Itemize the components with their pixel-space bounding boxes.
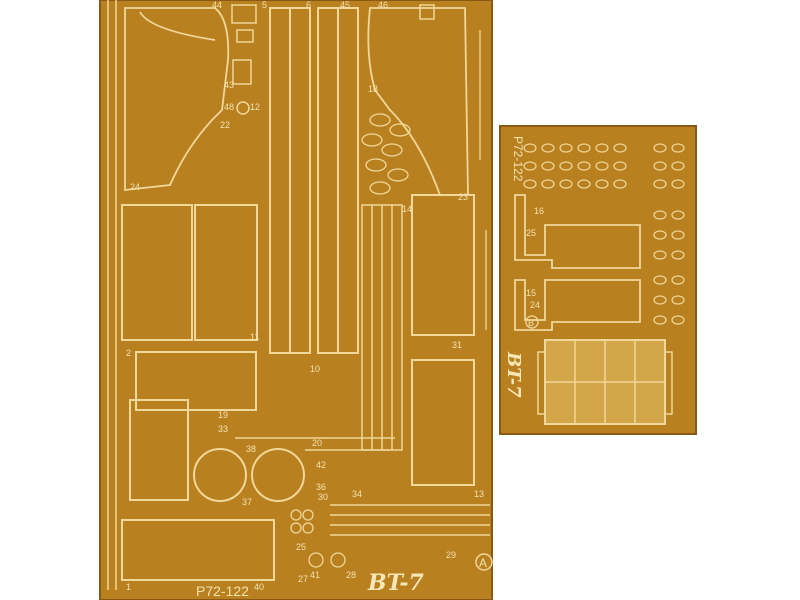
left-fret-part-number: 34	[352, 489, 362, 499]
small-top-parts	[231, 4, 435, 115]
left-fret-part-number: 23	[458, 192, 468, 202]
fender-part-right	[367, 7, 469, 196]
right-part-numbers: 16 25 15 24	[526, 206, 544, 310]
left-fret-part-number: 31	[452, 340, 462, 350]
left-fret-part-number: 19	[218, 410, 228, 420]
left-fret-part-number: 44	[212, 0, 222, 10]
mesh-grille	[537, 339, 673, 425]
bracket-parts	[514, 194, 641, 331]
left-fret-part-number: 45	[340, 0, 350, 10]
left-fret-part-number: 12	[250, 102, 260, 112]
left-fret-part-number: 6	[306, 0, 311, 10]
left-fret-part-number: 43	[224, 80, 234, 90]
ring-grid	[523, 143, 685, 325]
ring-cluster	[361, 113, 411, 195]
small-rings	[290, 509, 346, 568]
right-fret-part-number: 25	[526, 228, 536, 238]
left-part-numbers: 44 5 6 45 46 43 48 12 22 18 24 23 14 11 2 31 10 19 33 20 38 3…	[126, 0, 484, 592]
left-fret-part-number: 18	[368, 84, 378, 94]
left-fret-part-number: 5	[262, 0, 267, 10]
left-fret-part-number: 20	[312, 438, 322, 448]
track-chain	[107, 0, 117, 590]
fender-part-left	[124, 7, 230, 192]
left-fret-part-number: 22	[220, 120, 230, 130]
left-fret-part-number: 38	[246, 444, 256, 454]
thin-strips	[235, 437, 490, 536]
right-fret-part-number: 24	[530, 300, 540, 310]
right-fret-part-number: 16	[534, 206, 544, 216]
left-fret-code: P72-122	[196, 583, 249, 599]
right-fret-letter-badge: B	[525, 315, 539, 329]
left-fret-part-number: 28	[346, 570, 356, 580]
left-fret-part-number: 25	[296, 542, 306, 552]
left-fret-part-number: 11	[250, 332, 259, 342]
left-fret-part-number: 33	[218, 424, 228, 434]
left-fret-part-number: 30	[318, 492, 328, 502]
left-fret-part-number: 48	[224, 102, 234, 112]
left-fret-part-number: 10	[310, 364, 320, 374]
left-fret-letter: A	[479, 556, 487, 570]
left-fret: P72-122 BT-7 A	[99, 0, 493, 600]
left-fret-part-number: 41	[310, 570, 320, 580]
disc-parts	[193, 448, 305, 502]
left-fret-letter-badge: A	[475, 553, 493, 571]
left-fret-part-number: 29	[446, 550, 456, 560]
left-fret-part-number: 1	[126, 582, 131, 592]
right-fret-code: P72-122	[511, 136, 525, 182]
left-fret-part-number: 14	[402, 204, 412, 214]
right-fret-letter: B	[528, 318, 534, 328]
left-fret-part-number: 42	[316, 460, 326, 470]
left-fret-part-number: 36	[316, 482, 326, 492]
left-fret-part-number: 24	[130, 182, 140, 192]
mid-panels	[121, 194, 475, 486]
left-fret-part-number: 40	[254, 582, 264, 592]
left-fret-part-number: 46	[378, 0, 388, 10]
right-fret-model-name: BT-7	[503, 351, 524, 398]
edge-tabs	[479, 30, 487, 330]
central-rails	[269, 7, 359, 354]
left-fret-model-name: BT-7	[367, 570, 424, 596]
left-fret-part-number: 27	[298, 574, 308, 584]
right-fret: P72-122 BT-7 B	[499, 125, 697, 435]
left-fret-part-number: 2	[126, 348, 131, 358]
left-fret-part-number: 13	[474, 489, 484, 499]
left-fret-part-number: 37	[242, 497, 252, 507]
right-fret-part-number: 15	[526, 288, 536, 298]
bottom-box	[121, 399, 275, 581]
